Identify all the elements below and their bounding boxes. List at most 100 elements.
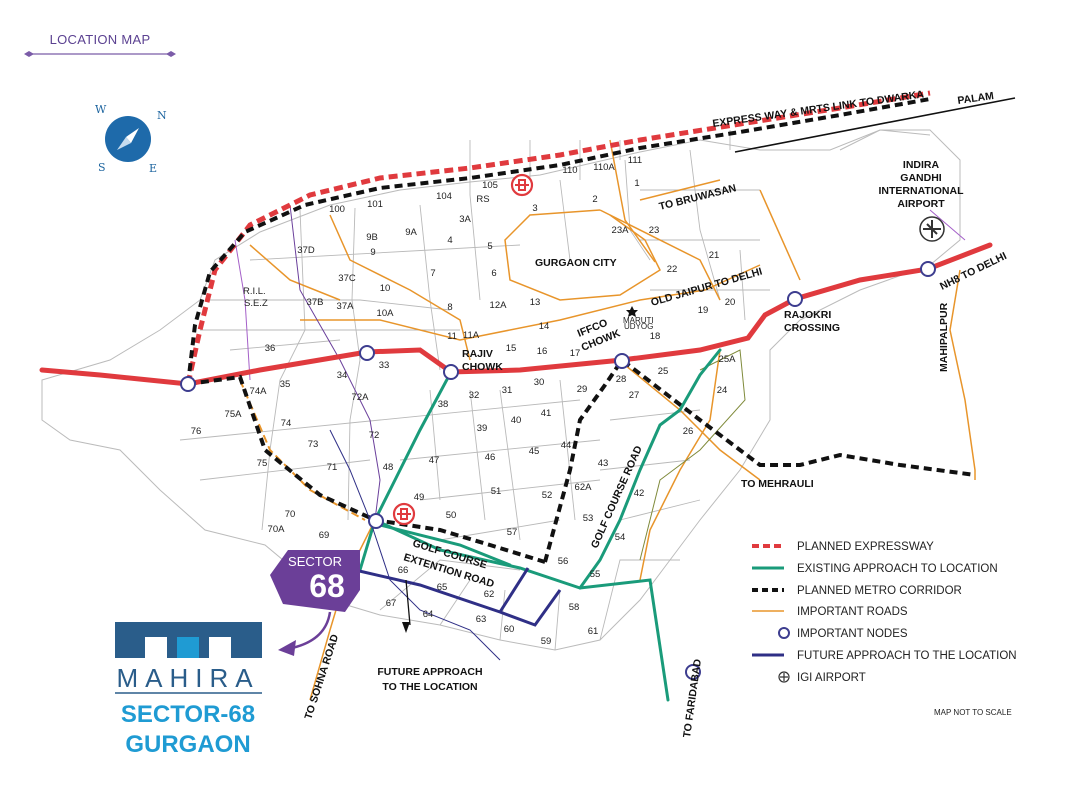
sector-number: 37D	[297, 245, 315, 256]
sector-number: 110	[562, 165, 577, 176]
sector-number: 61	[588, 626, 599, 637]
sector-number: 23	[649, 225, 660, 236]
sector-number: 67	[386, 598, 397, 609]
sector-number: 10A	[377, 308, 395, 319]
label-mahipalpur: MAHIPALPUR	[938, 302, 950, 372]
label-to-faridabad: TO FARIDABAD	[681, 658, 704, 738]
pin-arrow-icon	[278, 640, 296, 656]
sector-number: 74A	[250, 386, 268, 397]
sector-number: 58	[569, 602, 580, 613]
sector-number: 8	[447, 302, 452, 313]
node-icon	[614, 353, 630, 369]
sector-number: 49	[414, 492, 425, 503]
sector-number: 6	[491, 268, 496, 279]
sector-number: 25	[658, 366, 669, 377]
sector-number: 44	[561, 440, 572, 451]
sector-number: 45	[529, 446, 540, 457]
important-roads	[249, 139, 976, 701]
sector-pin-number: 68	[309, 568, 345, 604]
sector-number: 101	[367, 199, 383, 210]
sector-number: 65	[437, 582, 448, 593]
sector-number: 39	[477, 423, 488, 434]
legend: PLANNED EXPRESSWAY EXISTING APPROACH TO …	[752, 541, 1017, 684]
legend-label: IMPORTANT ROADS	[797, 606, 908, 618]
label-gurgaon-city: GURGAON CITY	[535, 257, 617, 269]
sector-number: 75	[257, 458, 268, 469]
label-airport-4: AIRPORT	[897, 198, 945, 210]
sector-number: 9	[370, 247, 375, 258]
sector-number: 111	[628, 155, 642, 166]
label-to-sohna: TO SOHNA ROAD	[302, 632, 341, 720]
sector-number: 105	[482, 180, 498, 191]
legend-label: IGI AIRPORT	[797, 672, 866, 684]
label-nh8: NH8 TO DELHI	[938, 250, 1009, 293]
sector-number: 42	[634, 488, 645, 499]
legend-label: IMPORTANT NODES	[797, 628, 908, 640]
sector-number: 70	[285, 509, 296, 520]
brand-line-2: GURGAON	[125, 731, 250, 758]
sector-number: 10	[380, 283, 391, 294]
label-airport-2: GANDHI	[900, 172, 941, 184]
sector-number: RS	[476, 194, 489, 205]
brand-line-1: SECTOR-68	[121, 701, 255, 728]
sector-number: 19	[698, 305, 709, 316]
label-to-mehrauli: TO MEHRAULI	[741, 478, 814, 490]
compass-icon: N E S W	[95, 103, 167, 175]
sector-number: 46	[485, 452, 496, 463]
sector-number: 3	[532, 203, 537, 214]
sector-number: 74	[281, 418, 292, 429]
sector-number: 37B	[307, 297, 324, 308]
sector-pin-label: SECTOR	[288, 554, 342, 569]
sector-number: 9A	[405, 227, 417, 238]
sector-number: 41	[541, 408, 552, 419]
label-airport-3: INTERNATIONAL	[879, 185, 965, 197]
planned-metro-corridor	[186, 97, 976, 564]
sector-number: 12A	[490, 300, 508, 311]
future-approach-thin	[329, 429, 501, 661]
palam-road	[734, 97, 1016, 153]
sector-number: 55	[590, 569, 601, 580]
sector-number: 28	[616, 374, 627, 385]
label-future-approach-1: FUTURE APPROACH	[377, 666, 482, 678]
label-maruti-1: MARUTI	[623, 316, 654, 325]
sector-number: 37C	[338, 273, 356, 284]
sector-number: 73	[308, 439, 319, 450]
compass-n: N	[157, 109, 167, 122]
sector-68-pin: SECTOR 68	[270, 550, 360, 656]
map-title-group: LOCATION MAP	[24, 32, 176, 57]
sector-number: 31	[502, 385, 513, 396]
sector-number: 53	[583, 513, 594, 524]
sector-number: 50	[446, 510, 457, 521]
sector-number: 71	[327, 462, 338, 473]
sector-number: 63	[476, 614, 487, 625]
sector-number: 57	[507, 527, 518, 538]
label-rajiv-1: RAJIV	[462, 348, 493, 360]
sector-number: 60	[504, 624, 515, 635]
sector-number: 75A	[225, 409, 243, 420]
sector-number: 33	[379, 360, 390, 371]
label-expressway-dwarka: EXPRESS WAY & MRTS LINK TO DWARKA	[712, 88, 925, 130]
sector-number: 16	[537, 346, 548, 357]
sector-number: 72	[369, 430, 380, 441]
sector-number: 34	[337, 370, 348, 381]
planned-expressway-dwarka	[185, 90, 931, 385]
label-ril-2: S.E.Z	[244, 298, 268, 309]
sector-number: 21	[709, 250, 720, 261]
legend-label: PLANNED EXPRESSWAY	[797, 541, 934, 553]
node-icon	[368, 513, 384, 529]
sector-number: 62A	[575, 482, 593, 493]
label-airport-1: INDIRA	[903, 159, 940, 171]
sector-number: 5	[487, 241, 492, 252]
sector-number: 9B	[366, 232, 378, 243]
sector-number: 43	[598, 458, 609, 469]
sector-number: 52	[542, 490, 553, 501]
label-ril-1: R.I.L.	[243, 286, 266, 297]
compass-s: S	[98, 161, 106, 174]
sector-number: 59	[541, 636, 552, 647]
sector-number: 54	[615, 532, 626, 543]
legend-airport-icon	[778, 671, 790, 683]
sector-number: 100	[329, 204, 345, 215]
sector-number: 14	[539, 321, 550, 332]
sector-number: 11	[447, 331, 457, 342]
